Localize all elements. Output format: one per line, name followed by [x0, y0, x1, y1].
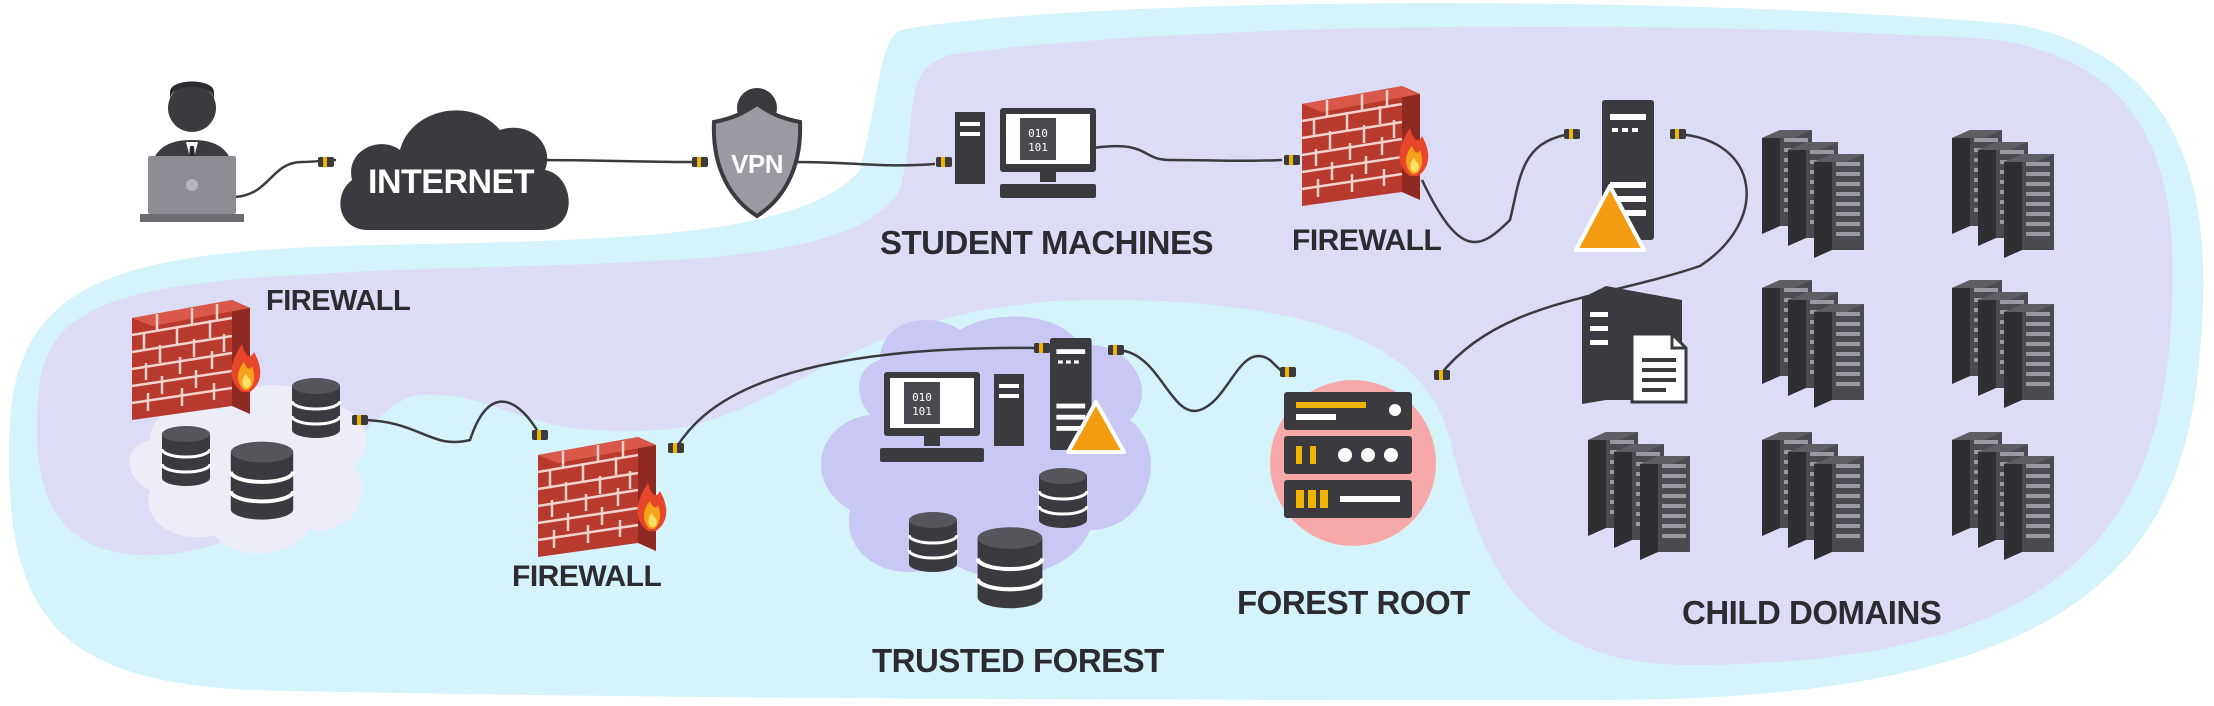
vpn-label: VPN: [731, 149, 783, 179]
child-domains-label: CHILD DOMAINS: [1682, 594, 1941, 631]
document-icon: [1630, 332, 1688, 404]
laptop-icon: [140, 156, 244, 222]
internet-label: INTERNET: [368, 163, 535, 201]
warning-icon-top: [1574, 184, 1646, 252]
firewall-icon-bottom: [536, 435, 667, 559]
firewall-bottom-label: FIREWALL: [512, 560, 661, 593]
firewall-left-label: FIREWALL: [266, 285, 410, 317]
svg-text:010: 010: [1028, 127, 1048, 140]
svg-text:101: 101: [912, 405, 932, 418]
firewall-icon-top: [1300, 84, 1429, 208]
cloud-icon: [340, 110, 569, 230]
student-machines-label: STUDENT MACHINES: [880, 224, 1213, 261]
forest-root-label: FOREST ROOT: [1237, 584, 1470, 621]
vpn-shield-icon: VPN: [711, 88, 803, 219]
firewall-top-label: FIREWALL: [1292, 224, 1441, 257]
svg-text:010: 010: [912, 391, 932, 404]
svg-text:101: 101: [1028, 141, 1048, 154]
desktop-computer-icon: 010 101: [955, 108, 1096, 198]
trusted-forest-label: TRUSTED FOREST: [872, 642, 1164, 679]
warning-icon-trusted: [1066, 400, 1126, 454]
desktop-computer-icon-trusted: 010 101: [880, 372, 1024, 462]
firewall-icon-left: [130, 298, 261, 422]
network-cables: [231, 132, 1748, 449]
rack-server-icon-forest-root: [1284, 392, 1412, 518]
